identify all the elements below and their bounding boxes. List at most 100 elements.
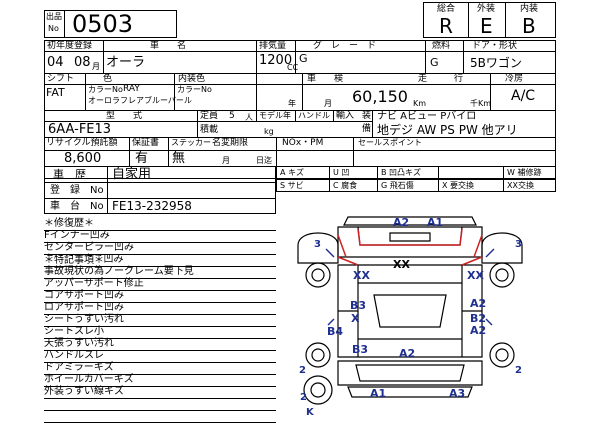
interior-label: 内装 bbox=[520, 4, 539, 14]
nox-label: NOx・PM bbox=[282, 138, 324, 148]
equipment-label-bottom: 備 bbox=[362, 124, 372, 134]
shift-value: FAT bbox=[46, 86, 65, 99]
equipment-line-1: ナビ Aビュー Pバイロ bbox=[377, 111, 477, 122]
interior-color-no-label: カラーNo bbox=[177, 85, 212, 94]
legend-c: C 腐食 bbox=[333, 181, 358, 190]
grade-value: G bbox=[299, 52, 308, 65]
history-label: 車 歴 bbox=[53, 168, 86, 181]
note-line: ハンドルスレ bbox=[44, 350, 104, 361]
exterior-score: E bbox=[480, 14, 493, 38]
note-line: コアサポート凹み bbox=[44, 290, 124, 301]
car-name: オーラ bbox=[106, 55, 146, 70]
car-name-label: 車 名 bbox=[150, 41, 187, 51]
overall-score: R bbox=[439, 14, 453, 38]
legend-g: G 飛石傷 bbox=[381, 181, 414, 190]
legend-b: B 凹凸キズ bbox=[381, 168, 422, 177]
tire-depth-right-top: 3 bbox=[515, 239, 522, 250]
note-line: シートスレ小 bbox=[44, 326, 104, 337]
exterior-label: 外装 bbox=[477, 4, 496, 14]
tire-depth-left-mid: 2 bbox=[299, 365, 306, 376]
grade-label: グ レ ー ド bbox=[313, 41, 377, 51]
km-unit: Km bbox=[413, 99, 427, 108]
damage-right-a2-upper: A2 bbox=[470, 297, 487, 310]
repair-history-heading: ＊修復歴＊ bbox=[44, 218, 94, 229]
capacity-label: 定員 bbox=[200, 111, 219, 121]
lot-number: 0503 bbox=[72, 10, 134, 38]
note-line: ロアサポート凹み bbox=[44, 302, 124, 313]
warranty-label: 保証書 bbox=[132, 138, 160, 148]
recycle-label: リサイクル預託額 bbox=[46, 138, 118, 148]
import-label: 輸入 bbox=[336, 111, 355, 121]
sales-point-label: セールスポイント bbox=[358, 138, 422, 147]
door-shape-label: ドア・形状 bbox=[472, 41, 518, 51]
tire-depth-left-top: 3 bbox=[314, 239, 321, 250]
legend-s: S サビ bbox=[280, 181, 304, 190]
note-line: ドアミラーキズ bbox=[44, 362, 114, 373]
shift-label: シフト bbox=[47, 74, 75, 84]
handle-label: ハンドル bbox=[298, 111, 330, 120]
displacement-value: 1200 bbox=[259, 53, 293, 68]
note-line: 事故現状の為ノークレーム要下見 bbox=[44, 266, 194, 277]
legend-xx: XX交換 bbox=[507, 181, 534, 190]
color-label: 色 bbox=[103, 74, 113, 84]
history-value: 自家用 bbox=[112, 167, 152, 182]
damage-front-a1: A1 bbox=[427, 216, 444, 229]
name-change-day-unit: 日迄 bbox=[256, 156, 272, 165]
fuel-label: 燃料 bbox=[432, 41, 451, 51]
color-name: オーロラフレアブルーパール bbox=[88, 96, 192, 105]
sticker-value: 無 bbox=[172, 151, 186, 166]
kg-unit: kg bbox=[264, 127, 274, 136]
ac-value: A/C bbox=[511, 88, 536, 104]
thousand-km-unit: 千Km bbox=[470, 99, 492, 108]
damage-xx-center: XX bbox=[393, 258, 410, 271]
capacity-value: 5 bbox=[229, 111, 235, 121]
tire-k-label: K bbox=[306, 407, 314, 418]
sticker-label: ステッカー bbox=[171, 138, 211, 147]
name-change-label: 名変期限 bbox=[212, 138, 249, 148]
equipment-label-top: 装 bbox=[362, 111, 372, 121]
lot-number-box bbox=[44, 10, 177, 38]
damage-rear-a1: A1 bbox=[370, 387, 387, 400]
note-line: Fインナー凹み bbox=[44, 230, 110, 241]
inspection-month-unit: 月 bbox=[324, 99, 332, 108]
damage-left-x: X bbox=[351, 312, 360, 325]
damage-right-a2-lower: A2 bbox=[470, 324, 487, 337]
cc-unit: CC bbox=[287, 63, 299, 72]
damage-left-b3-upper: B3 bbox=[350, 299, 367, 312]
inspection-label: 車 検 bbox=[307, 74, 344, 84]
note-line: ホイールカバーキズ bbox=[44, 374, 134, 385]
model-label: 型 式 bbox=[106, 111, 143, 121]
note-line: シートうすい汚れ bbox=[44, 314, 124, 325]
damage-left-b3-lower: B3 bbox=[352, 343, 369, 356]
legend-u: U 凹 bbox=[333, 168, 350, 177]
damage-rear-a3: A3 bbox=[449, 387, 466, 400]
displacement-label: 排気量 bbox=[259, 41, 287, 51]
warranty-value: 有 bbox=[135, 151, 149, 166]
damage-front-a2: A2 bbox=[393, 216, 410, 229]
inspection-year-unit: 年 bbox=[288, 99, 296, 108]
damage-roof-a2: A2 bbox=[399, 347, 416, 360]
model-year-label: モデル年 bbox=[259, 111, 291, 120]
name-change-month-unit: 月 bbox=[222, 156, 230, 165]
fuel-value: G bbox=[430, 56, 439, 69]
ac-label: 冷房 bbox=[505, 74, 524, 84]
interior-color-label: 内装色 bbox=[178, 74, 206, 84]
overall-label: 総合 bbox=[437, 4, 456, 14]
first-registration-label: 初年度登録 bbox=[47, 41, 93, 51]
equipment-line-2: 地デジ AW PS PW 他アリ bbox=[377, 123, 518, 137]
lot-prefix-top: 出品 bbox=[46, 12, 62, 21]
damage-left-b4: B4 bbox=[327, 325, 344, 338]
legend-x: X 要交換 bbox=[442, 181, 475, 190]
lot-prefix-bottom: No bbox=[48, 24, 59, 33]
registration-month: 08 bbox=[74, 55, 91, 70]
damage-xx-right: XX bbox=[467, 269, 484, 282]
color-code: RAY bbox=[123, 84, 140, 94]
chassis-no-label: 車 台 No bbox=[50, 201, 104, 212]
note-line: 天張うすい汚れ bbox=[44, 338, 114, 349]
tire-depth-right-mid: 2 bbox=[515, 365, 522, 376]
month-unit: 月 bbox=[92, 62, 100, 71]
mileage-value: 60,150 bbox=[352, 87, 408, 106]
registration-no-label: 登 録 No bbox=[50, 185, 104, 196]
note-line: 外装うすい線キズ bbox=[44, 386, 124, 397]
body-type-value: 5Bワゴン bbox=[470, 56, 522, 70]
